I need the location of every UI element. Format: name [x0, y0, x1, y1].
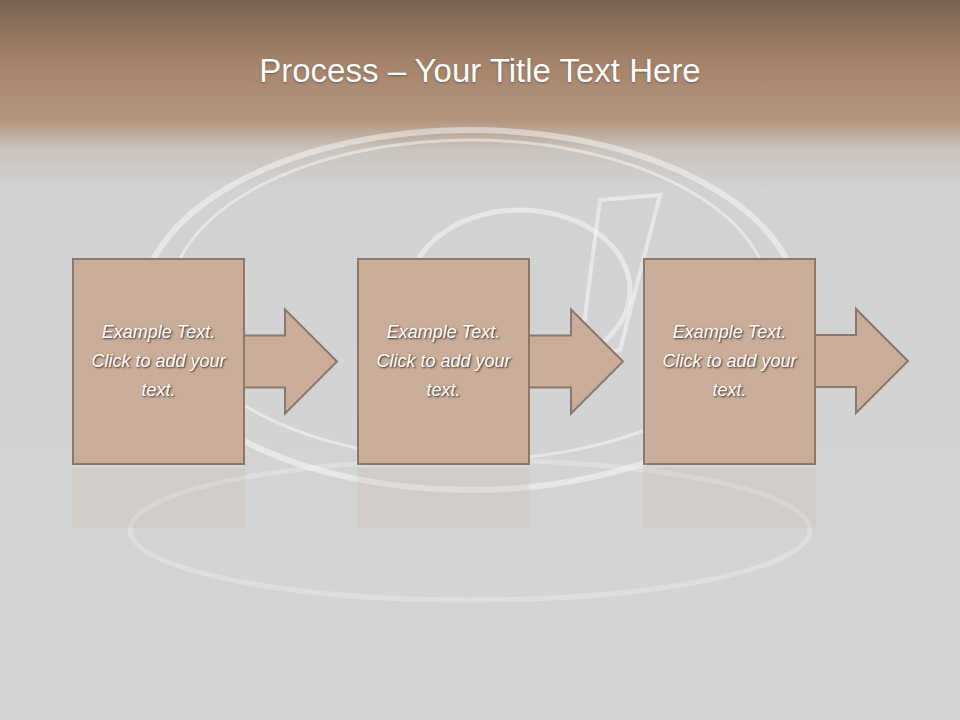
block-arrow [528, 310, 623, 414]
process-box: Example Text. Click to add your text. [72, 258, 245, 465]
box-text: Example Text. Click to add your text. [653, 318, 806, 405]
process-box: Example Text. Click to add your text. [643, 258, 816, 465]
trailing-arrow [814, 309, 908, 413]
box-reflections [72, 468, 816, 528]
process-box: Example Text. Click to add your text. [357, 258, 530, 465]
box-text: Example Text. Click to add your text. [82, 318, 235, 405]
slide-title: Process – Your Title Text Here [0, 52, 960, 90]
box-text: Example Text. Click to add your text. [367, 318, 520, 405]
block-arrow [243, 310, 337, 414]
